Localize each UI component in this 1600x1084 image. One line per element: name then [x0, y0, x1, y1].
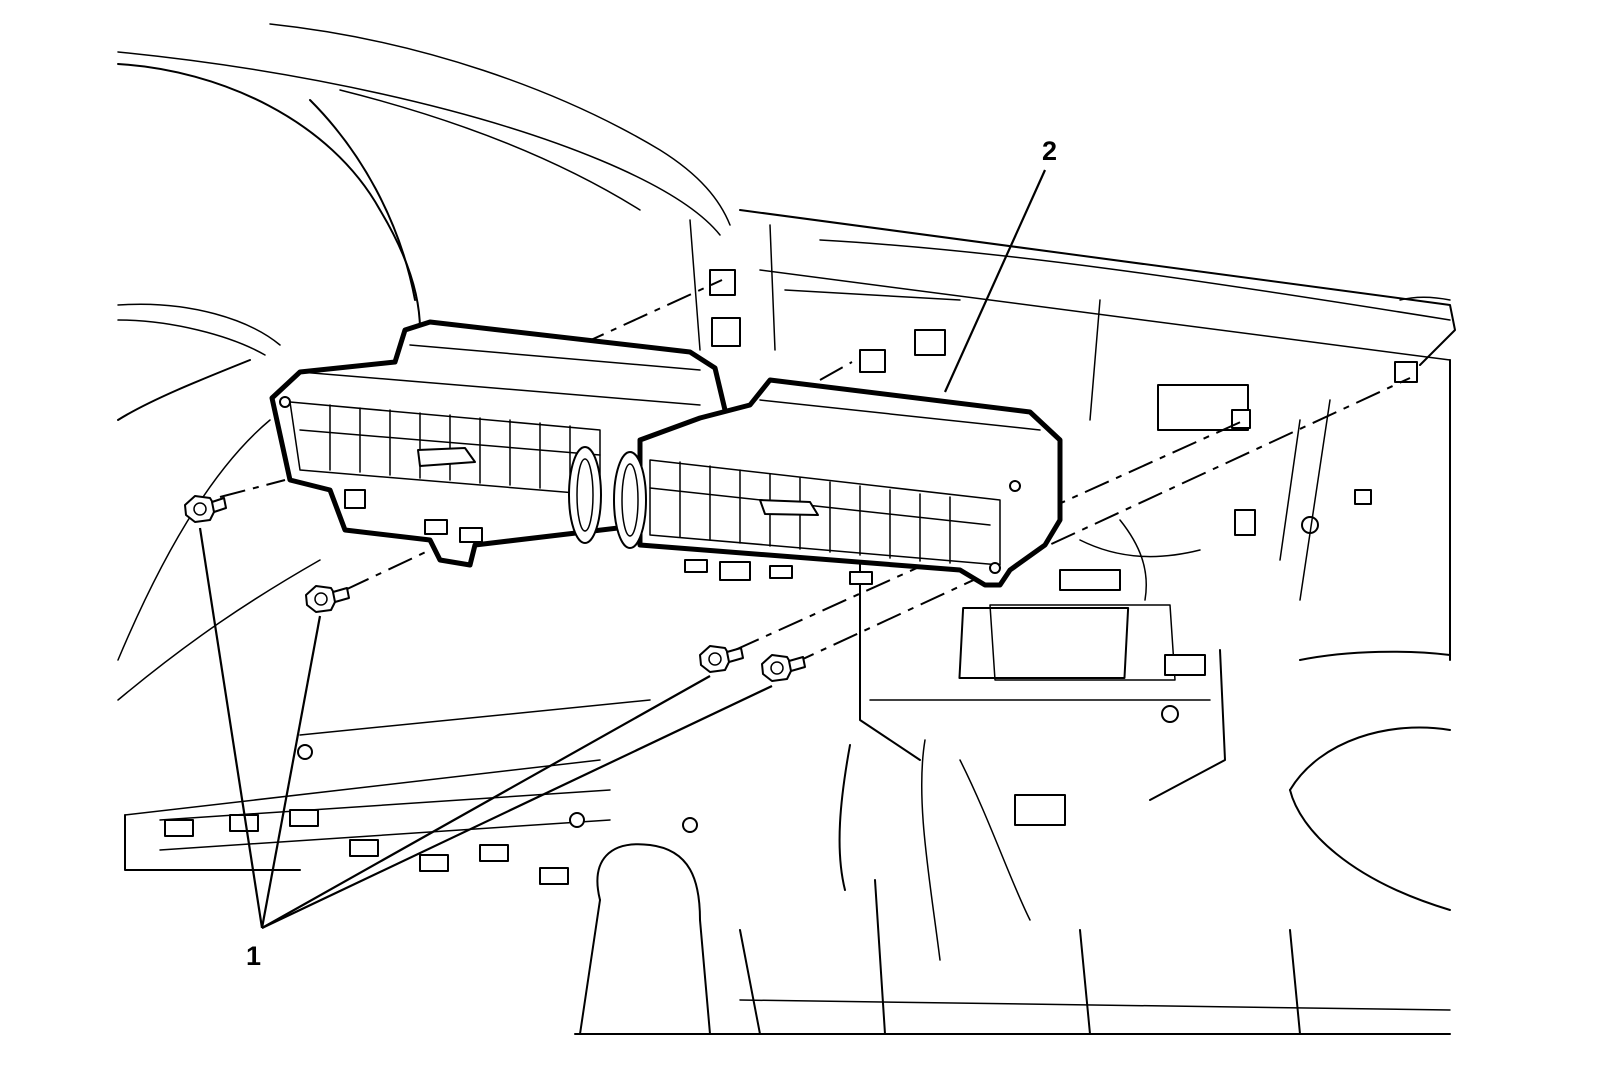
callout-label-2: 2	[1042, 136, 1057, 166]
fastener-screw-1	[184, 495, 227, 523]
fastener-screws	[184, 495, 806, 682]
callout-label-1: 1	[246, 941, 261, 971]
air-outlet-assembly	[269, 319, 1063, 588]
fastener-screw-3	[699, 645, 744, 673]
lower-vent-tabs	[164, 809, 569, 885]
fastener-screw-4	[761, 654, 806, 682]
left-vent-louvers	[329, 404, 571, 492]
dashboard-outline	[117, 23, 1456, 1035]
leader-lines	[198, 169, 1047, 929]
fastener-screw-2	[305, 585, 350, 613]
